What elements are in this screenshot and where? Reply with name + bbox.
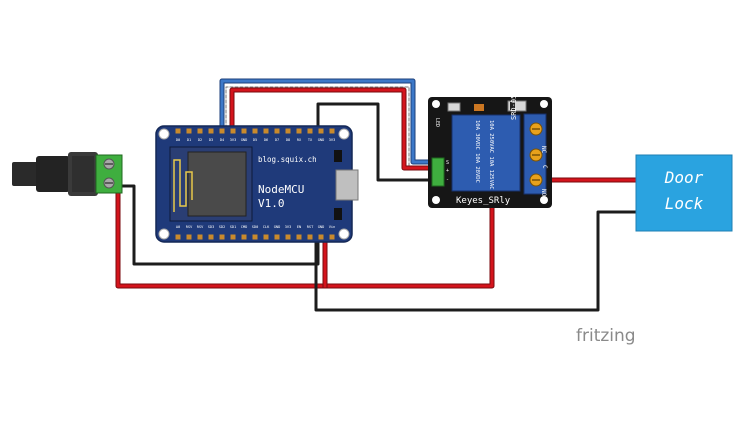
relay-rating-line-2: 10A 250VAC 10A 125VAC [488, 120, 494, 190]
relay-input-label-s: S [446, 160, 449, 166]
bottom-pin-label: 3V3 [285, 225, 292, 229]
bottom-pin [208, 234, 214, 240]
wire-black-gnd-top [316, 102, 434, 182]
top-pin [318, 128, 324, 134]
wire-black-power [122, 184, 320, 266]
door-lock-line-2: Lock [665, 194, 704, 213]
board-name-line1: NodeMCU [258, 183, 304, 196]
relay-module: SRD-05VDC-SL-C 10A 250VAC 10A 125VAC10A … [428, 61, 552, 208]
top-pin [241, 128, 247, 134]
bottom-pin-label: GND [274, 225, 281, 229]
door-lock: Door Lock [635, 154, 733, 232]
bottom-pin-label: Vin [329, 225, 336, 229]
wire-dashed-guide [225, 86, 410, 169]
wire-black-lock [314, 210, 638, 312]
bottom-pin-label: SD3 [208, 225, 215, 229]
top-pin [263, 128, 269, 134]
relay-input-label-plus: + [446, 168, 449, 174]
top-pin [197, 128, 203, 134]
bottom-pin-label: RSV [186, 225, 193, 229]
bottom-pin [219, 234, 225, 240]
bottom-pin-label: GND [318, 225, 325, 229]
top-pin [175, 128, 181, 134]
terminal-label-nc: NC [540, 146, 547, 154]
bottom-pin [307, 234, 313, 240]
top-pin-label: D8 [286, 138, 290, 142]
bottom-pin [230, 234, 236, 240]
bottom-pin-label: SD1 [230, 225, 237, 229]
bottom-pin [263, 234, 269, 240]
bottom-pin-label: RSV [197, 225, 204, 229]
top-pin-label: D1 [187, 138, 191, 142]
bottom-pin [197, 234, 203, 240]
bottom-pin [186, 234, 192, 240]
top-pin-label: TX [308, 138, 313, 142]
top-header-pins: D0 D1 D2 D3 D4 3V3 GND D5 D6 D7 D8 RX TX GND 3V3 [175, 128, 336, 142]
bottom-pin [296, 234, 302, 240]
relay-rating-line-1: SRD-05VDC-SL-C [510, 61, 518, 120]
bottom-pin [285, 234, 291, 240]
bottom-pin [329, 234, 335, 240]
bottom-pin-label: SD0 [252, 225, 259, 229]
antenna-icon [173, 159, 193, 212]
bottom-pin [318, 234, 324, 240]
bottom-pin-label: SD2 [219, 225, 226, 229]
bottom-pin-label: CLK [263, 225, 270, 229]
top-pin [307, 128, 313, 134]
terminal-label-no: NO [540, 189, 547, 197]
bottom-header-pins: A0 RSV RSV SD3 SD2 SD1 CMD SD0 CLK GND 3V3 EN RST GND… [175, 225, 336, 240]
top-pin-label: RX [297, 138, 302, 142]
relay-led-label: LED [434, 118, 440, 127]
top-pin [208, 128, 214, 134]
top-pin [186, 128, 192, 134]
board-name-line2: V1.0 [258, 197, 285, 210]
top-pin-label: 3V3 [230, 138, 237, 142]
top-pin-label: D0 [176, 138, 180, 142]
top-pin-label: D7 [275, 138, 279, 142]
door-lock-line-1: Door [664, 168, 704, 187]
bottom-pin-label: RST [307, 225, 314, 229]
top-pin-label: D6 [264, 138, 268, 142]
top-pin [230, 128, 236, 134]
bottom-pin-label: CMD [241, 225, 248, 229]
dc-power-jack [12, 152, 123, 196]
top-pin [329, 128, 335, 134]
top-pin [252, 128, 258, 134]
top-pin [274, 128, 280, 134]
top-pin-label: D2 [198, 138, 202, 142]
bottom-pin [274, 234, 280, 240]
relay-rating-text: 10A 250VAC 10A 125VAC 10A 30VDC 10A 28VDC [474, 120, 494, 190]
bottom-pin [252, 234, 258, 240]
terminal-label-c: C [541, 165, 548, 169]
top-pin [285, 128, 291, 134]
top-pin [296, 128, 302, 134]
bottom-pin-label: A0 [176, 225, 180, 229]
top-pin-label: GND [241, 138, 248, 142]
relay-input-label-minus: - [446, 177, 449, 183]
bottom-pin [175, 234, 181, 240]
bottom-pin [241, 234, 247, 240]
top-pin-label: GND [318, 138, 325, 142]
top-pin [219, 128, 225, 134]
board-url-label: blog.squix.ch [258, 155, 317, 164]
wires [115, 78, 639, 312]
top-pin-label: D4 [220, 138, 224, 142]
relay-module-label: Keyes_SRly [456, 196, 511, 206]
top-pin-label: D3 [209, 138, 213, 142]
top-pin-label: 3V3 [329, 138, 336, 142]
relay-rating-line-3: 10A 30VDC 10A 28VDC [474, 120, 480, 183]
bottom-pin-label: EN [297, 225, 301, 229]
fritzing-watermark: fritzing [576, 326, 636, 346]
top-pin-label: D5 [253, 138, 257, 142]
